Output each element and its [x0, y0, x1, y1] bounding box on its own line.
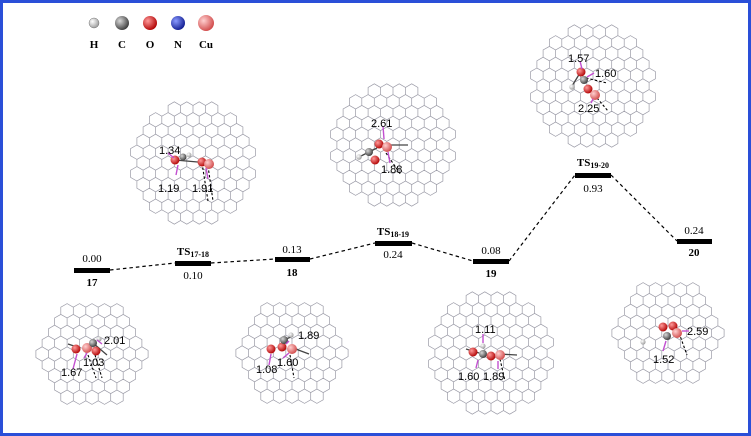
level-energy: 0.00: [82, 253, 102, 265]
hexagonal-lattice: [130, 101, 256, 225]
legend-label: C: [118, 39, 126, 51]
lattice-17: [35, 303, 149, 405]
level-label: 18: [287, 267, 299, 279]
bond-distance: 1.19: [158, 183, 179, 195]
bond-distance: 1.52: [653, 354, 674, 366]
bond-distance: 1.91: [192, 183, 213, 195]
reaction-pathway-diagram: H C O N Cu 0.00 17: [35, 15, 725, 415]
bond-distance: 1.57: [568, 53, 589, 65]
level-19: 0.08 19: [473, 245, 509, 280]
bond-distance: 2.25: [578, 103, 599, 115]
level-energy: 0.13: [282, 244, 302, 256]
hexagonal-lattice: [428, 291, 554, 415]
lattice-18: [235, 302, 349, 404]
legend: H C O N Cu: [88, 15, 214, 51]
bond-distance: 1.08: [256, 364, 277, 376]
hexagonal-lattice: [611, 282, 725, 384]
legend-item-cu: Cu: [198, 15, 214, 51]
legend-item-o: O: [143, 16, 157, 51]
bond-distance: 1.67: [61, 367, 82, 379]
ts-label: TS18-19: [377, 226, 409, 239]
level-energy: 0.24: [383, 249, 403, 261]
lattice-ts18-19: [330, 83, 456, 207]
bond-distance: 1.89: [298, 330, 319, 342]
bond-distance: 2.59: [687, 326, 708, 338]
structure-ts18-19: 2.61 1.88: [356, 118, 408, 176]
legend-item-h: H: [88, 17, 100, 51]
hexagonal-lattice: [35, 303, 149, 405]
structure-ts17-18: 1.34 1.19 1.91: [158, 145, 214, 202]
bond-distance: 1.60: [277, 357, 298, 369]
level-label: 17: [87, 277, 99, 289]
structure-19: 1.11 1.60 1.89: [458, 324, 518, 383]
lattice-20: [611, 282, 725, 384]
level-energy: 0.08: [481, 245, 501, 257]
legend-label: H: [90, 39, 99, 51]
level-ts18-19: TS18-19 0.24: [375, 226, 412, 261]
energy-profile-connectors: [109, 174, 678, 271]
structure-17: 2.01 1.67 1.03: [61, 335, 125, 379]
lattice-ts19-20: [530, 24, 656, 148]
level-energy: 0.10: [183, 270, 203, 282]
lattice-19: [428, 291, 554, 415]
bond-distance: 2.01: [104, 335, 125, 347]
bond-distance: 1.60: [458, 371, 479, 383]
bond-distance: 1.89: [483, 371, 504, 383]
bond-distance: 1.03: [83, 357, 104, 369]
level-18: 0.13 18: [275, 244, 310, 279]
level-energy: 0.93: [583, 183, 603, 195]
ts-label: TS19-20: [577, 157, 609, 170]
level-ts17-18: TS17-18 0.10: [175, 246, 211, 282]
hexagonal-lattice: [530, 24, 656, 148]
structure-18: 1.89 1.08 1.60: [256, 330, 319, 379]
hexagonal-lattice: [330, 83, 456, 207]
energy-levels: 0.00 17 TS17-18 0.10 0.13 18 TS18-19 0.2…: [74, 157, 712, 289]
level-17: 0.00 17: [74, 253, 110, 289]
structure-20: 2.59 1.52: [640, 321, 708, 366]
bond-distance: 1.60: [595, 68, 616, 80]
level-label: 20: [689, 247, 701, 259]
legend-label: O: [146, 39, 155, 51]
legend-item-c: C: [115, 16, 129, 51]
bond-distance: 2.61: [371, 118, 392, 130]
lattices: [35, 24, 725, 415]
legend-item-n: N: [171, 16, 185, 51]
level-label: 19: [486, 268, 498, 280]
bond-distance: 1.88: [381, 164, 402, 176]
hexagonal-lattice: [235, 302, 349, 404]
level-ts19-20: TS19-20 0.93: [575, 157, 611, 195]
ts-label: TS17-18: [177, 246, 209, 259]
level-energy: 0.24: [684, 225, 704, 237]
bond-distance: 1.11: [475, 324, 496, 336]
legend-label: Cu: [199, 39, 213, 51]
bond-distance: 1.34: [159, 145, 180, 157]
structure-ts19-20: 1.57 1.60 2.25: [568, 53, 616, 115]
lattice-ts17-18: [130, 101, 256, 225]
legend-label: N: [174, 39, 182, 51]
level-20: 0.24 20: [677, 225, 712, 259]
